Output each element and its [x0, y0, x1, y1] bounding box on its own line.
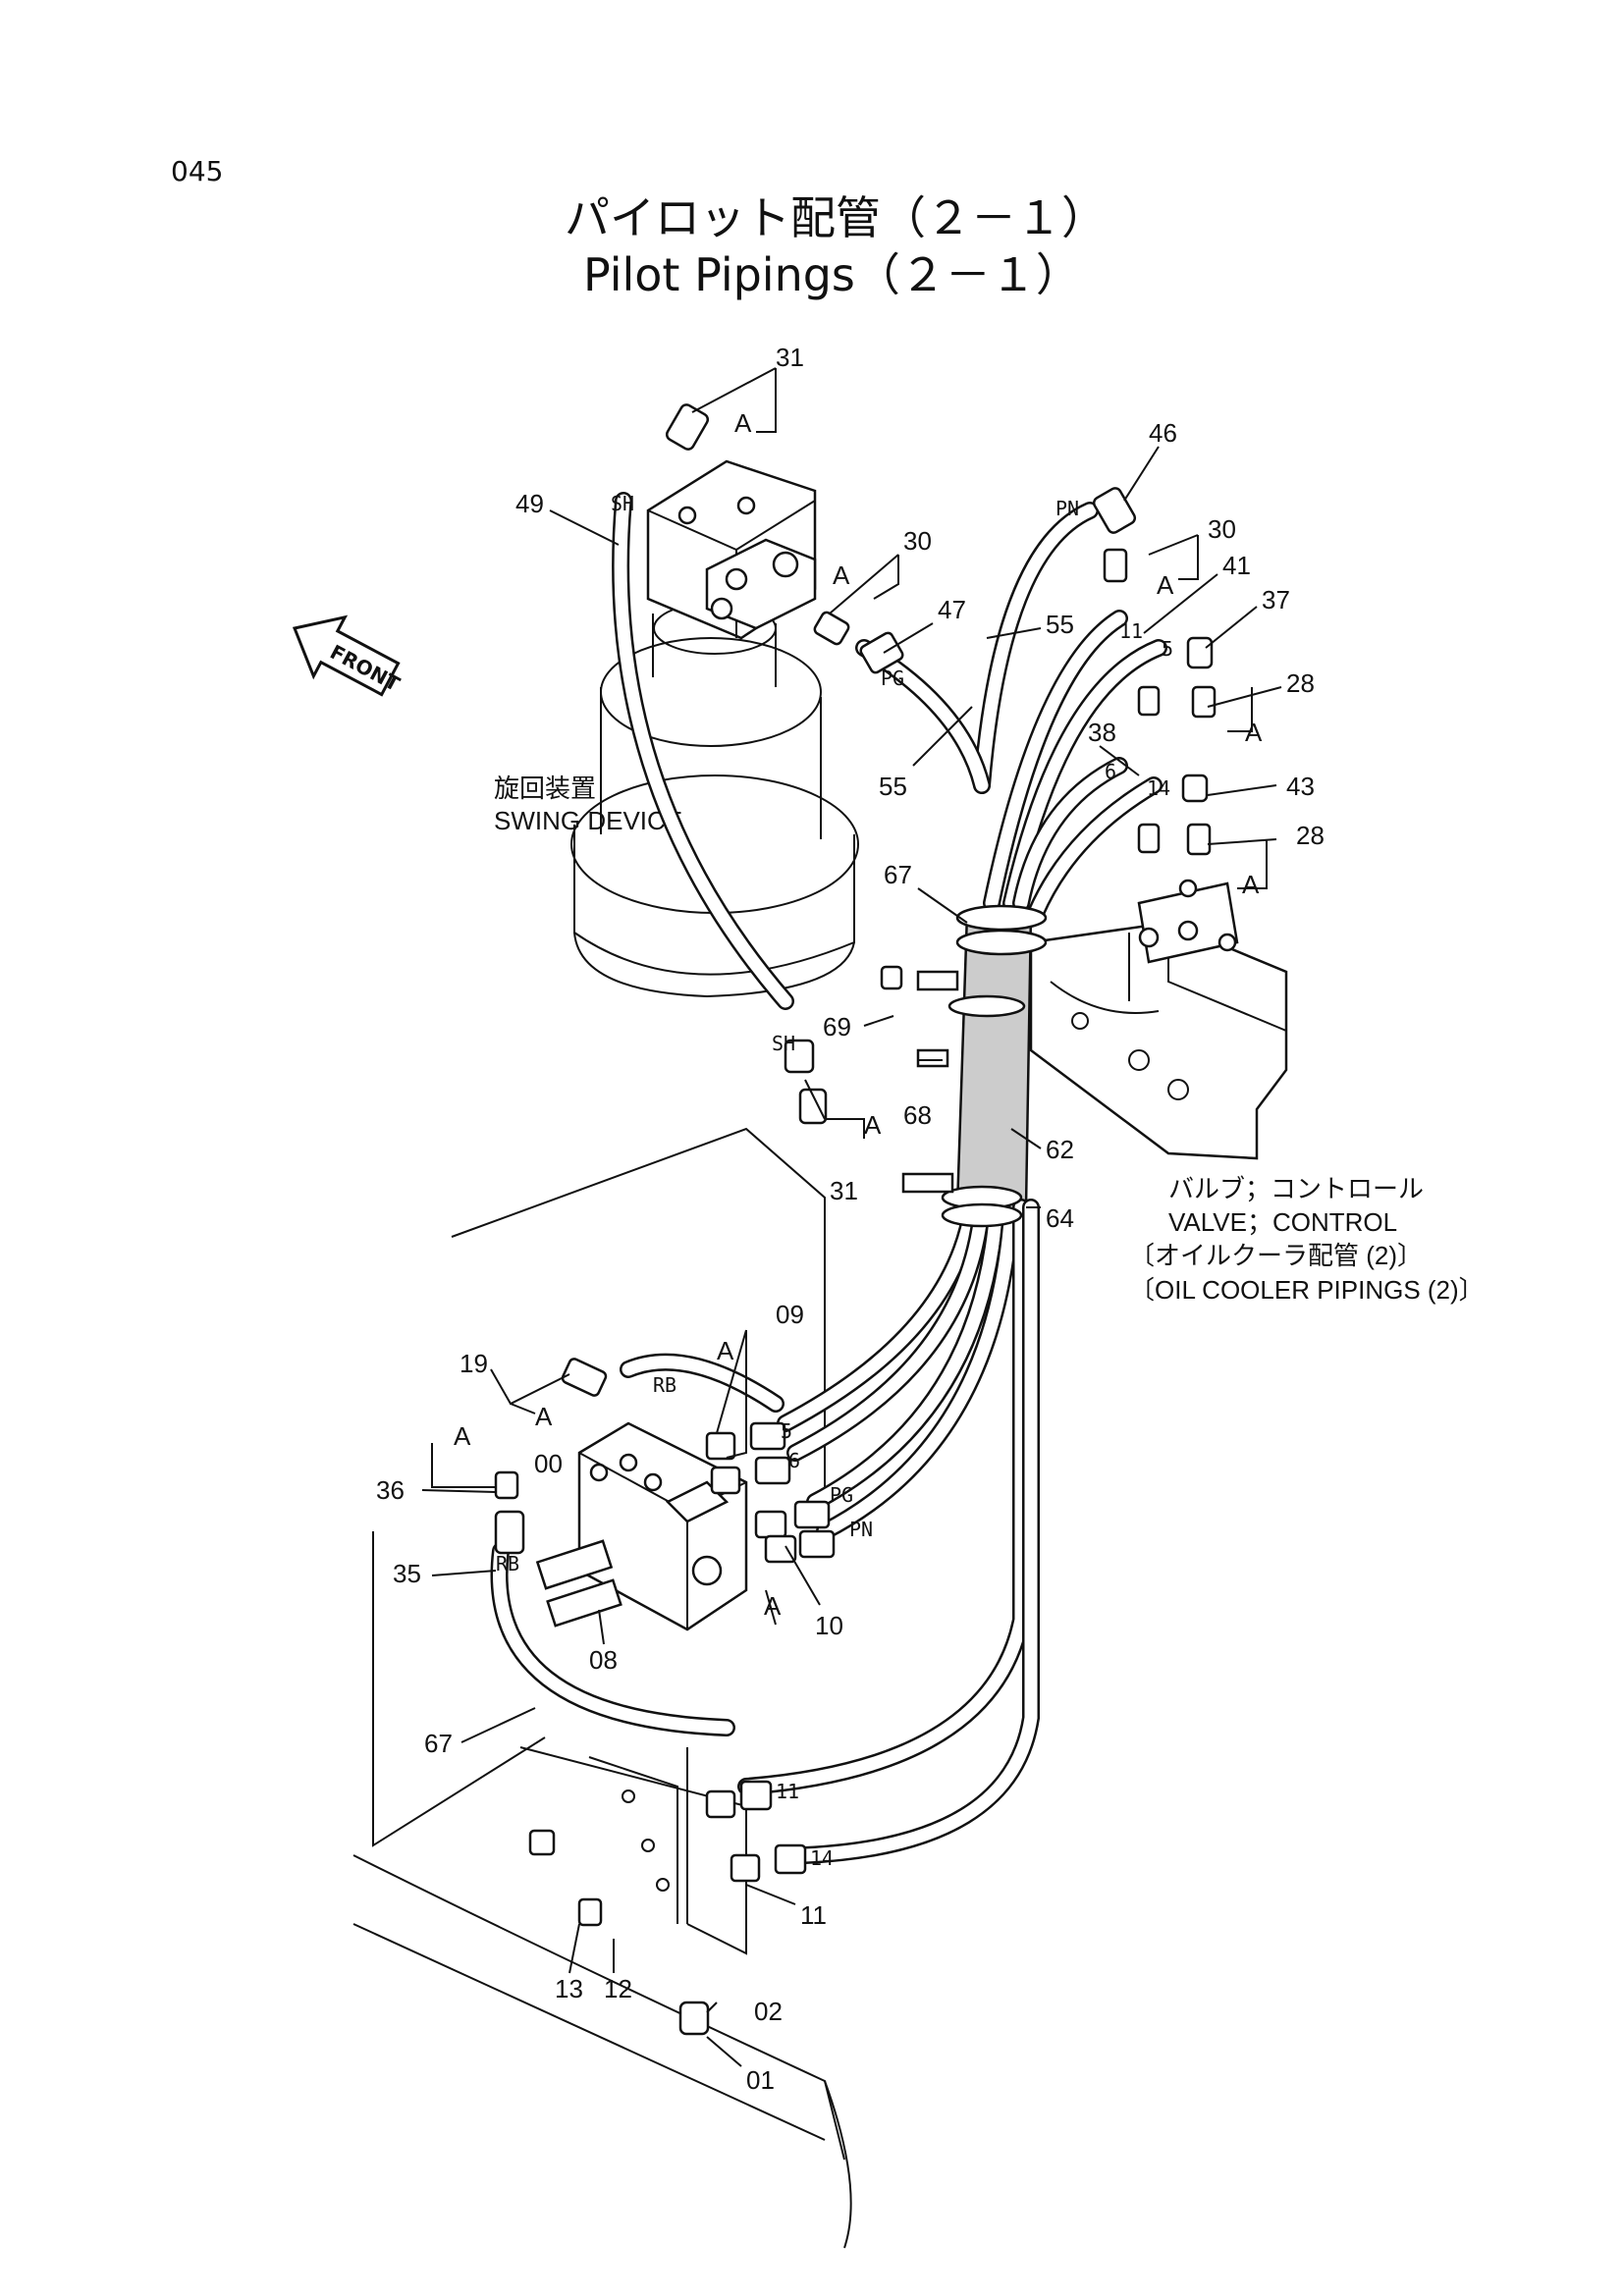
port-marker-sh-bottom: SH	[772, 1032, 795, 1055]
valve-jp-label: バルブ；コントロール	[1168, 1174, 1424, 1203]
callout: A	[1245, 718, 1263, 747]
callout: 62	[1046, 1135, 1074, 1164]
port-marker-5-lower: 5	[781, 1419, 792, 1443]
callout: 67	[884, 860, 912, 889]
port-marker-6-upper: 6	[1105, 760, 1116, 783]
callouts: 31 A 46 30 49 A 30 41 47 A 37 55 28 A 38…	[376, 343, 1325, 2095]
callout: 69	[823, 1012, 851, 1041]
callout: A	[833, 561, 850, 590]
port-marker-14-lower: 14	[810, 1846, 834, 1870]
callout: 49	[515, 489, 544, 518]
valve-en-label: VALVE；CONTROL	[1168, 1207, 1397, 1237]
swing-device-jp-label: 旋回装置	[494, 774, 596, 803]
ref-jp-label: 〔オイルクーラ配管 (2)〕	[1129, 1241, 1423, 1270]
callout: A	[734, 408, 752, 438]
callout: 00	[534, 1449, 563, 1478]
callout: 19	[460, 1349, 488, 1378]
front-arrow-icon: FRONT	[292, 614, 404, 697]
callout: 47	[938, 595, 966, 624]
callout: A	[454, 1421, 471, 1451]
port-marker-pg: PG	[881, 667, 904, 690]
callout: A	[764, 1591, 782, 1621]
callout: A	[717, 1336, 734, 1365]
port-marker-11-lower: 11	[776, 1780, 799, 1803]
callout: 02	[754, 1997, 783, 2026]
pilot-valve-block	[535, 1421, 748, 1631]
port-marker-rb-lower: RB	[496, 1552, 519, 1575]
callout: 28	[1286, 668, 1315, 698]
frame-plate	[352, 1127, 852, 2249]
callout: 11	[800, 1900, 827, 1930]
control-valve	[1029, 879, 1288, 1160]
callout: 01	[746, 2065, 775, 2095]
callout: A	[535, 1402, 553, 1431]
port-marker-14-upper: 14	[1147, 776, 1170, 800]
callout: 37	[1262, 585, 1290, 614]
port-marker-pn: PN	[1055, 497, 1079, 520]
callout: 10	[815, 1611, 843, 1640]
page-number: 045	[171, 155, 223, 187]
port-marker-5-upper: 5	[1162, 637, 1173, 661]
hose-clamps	[901, 904, 1048, 1228]
ref-en-label: 〔OIL COOLER PIPINGS (2)〕	[1129, 1275, 1485, 1305]
port-marker-rb-upper: RB	[653, 1373, 676, 1397]
callout: 12	[604, 1974, 632, 2003]
callout: 13	[555, 1974, 583, 2003]
swing-device-en-label: SWING DEVICE	[494, 806, 682, 835]
callout: 31	[830, 1176, 858, 1205]
callout: 30	[1208, 514, 1236, 544]
callout: A	[1157, 570, 1174, 600]
callout: 30	[903, 526, 932, 556]
fittings	[494, 403, 1217, 2036]
port-marker-11-upper: 11	[1119, 619, 1143, 643]
title-english: Pilot Pipings（２－１）	[583, 248, 1081, 301]
callout: 36	[376, 1475, 405, 1505]
callout: 09	[776, 1300, 804, 1329]
title-japanese: パイロット配管（２－１）	[565, 191, 1107, 244]
callout: 68	[903, 1100, 932, 1130]
callout: 31	[776, 343, 804, 372]
port-marker-pg-lower: PG	[830, 1483, 853, 1507]
port-marker-pn-lower: PN	[849, 1518, 873, 1541]
swing-device	[570, 459, 859, 998]
callout: 35	[393, 1559, 421, 1588]
callout: 28	[1296, 821, 1325, 850]
callout: 43	[1286, 772, 1315, 801]
port-marker-sh-top: SH	[611, 492, 634, 515]
callout: A	[1242, 870, 1260, 899]
callout: 41	[1222, 551, 1251, 580]
callout: A	[864, 1110, 882, 1140]
callout: 67	[424, 1729, 453, 1758]
callout: 64	[1046, 1203, 1074, 1233]
callout: 46	[1149, 418, 1177, 448]
callout: 38	[1088, 718, 1116, 747]
port-marker-6-lower: 6	[788, 1449, 800, 1472]
leader-lines	[421, 367, 1282, 2067]
callout: 55	[879, 772, 907, 801]
hoses	[490, 492, 1167, 1864]
callout: 55	[1046, 610, 1074, 639]
callout: 08	[589, 1645, 618, 1675]
